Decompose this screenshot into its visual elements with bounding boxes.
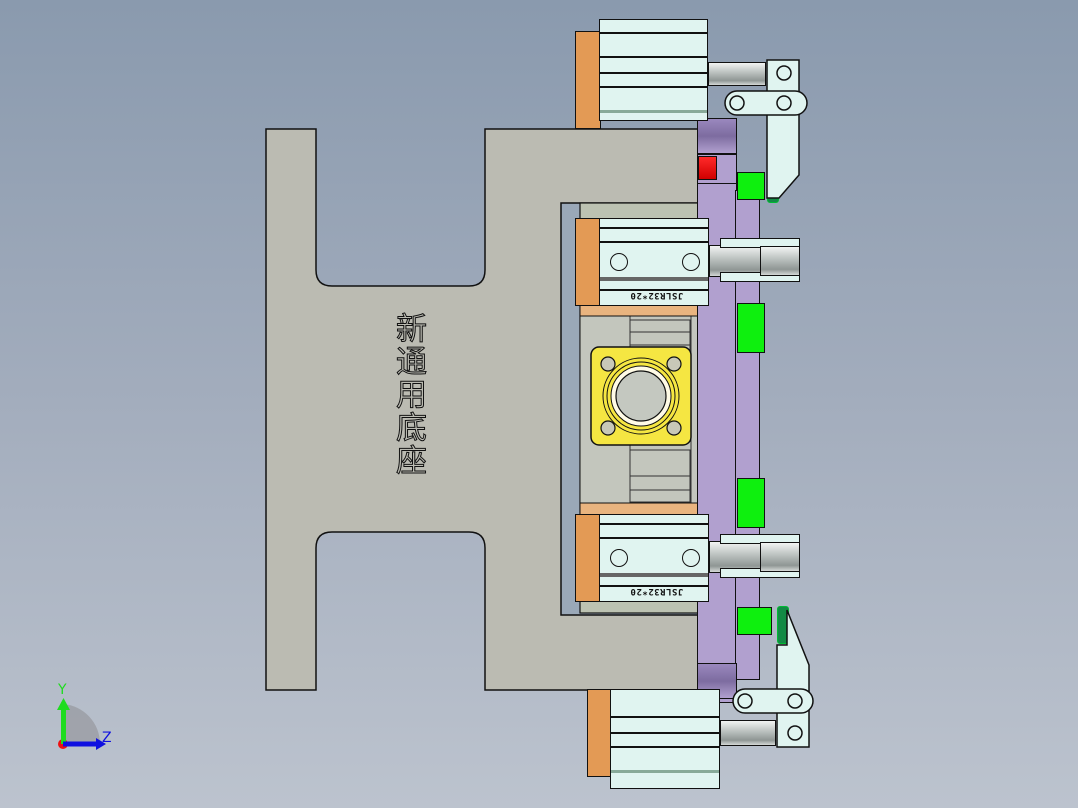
piston-rod [720, 720, 776, 746]
triad-axes-icon [57, 698, 106, 750]
cylinder-mount-top [575, 31, 601, 129]
cylinder-body-upper: JSLR32*20 [599, 218, 709, 306]
cylinder-mount-upper [575, 218, 601, 306]
clamp-clevis[interactable] [760, 246, 800, 276]
locator-pad [737, 303, 765, 353]
cylinder-model-label: JSLR32*20 [630, 290, 684, 300]
coordinate-triad: Y Z [48, 682, 118, 756]
clamp-clevis[interactable] [760, 542, 800, 572]
cylinder-body-bottom [610, 689, 720, 789]
cylinder-mount-lower [575, 514, 601, 602]
locator-pad [737, 607, 772, 635]
base-engraved-label: 新通用底座 [390, 312, 427, 478]
clamp-body-column [697, 118, 737, 703]
cylinder-body-top [599, 19, 708, 121]
locator-pad [737, 172, 765, 200]
piston-rod [708, 62, 766, 86]
locator-pad [737, 478, 765, 528]
y-axis-label: Y [58, 682, 67, 698]
cylinder-body-lower: JSLR32*20 [599, 514, 709, 602]
swing-clamp-arm-top[interactable] [715, 55, 815, 200]
piston-rod [709, 245, 765, 277]
cylinder-model-label: JSLR32*20 [630, 586, 684, 596]
workpiece-flange [590, 346, 692, 446]
clamp-block-top [697, 118, 737, 154]
swing-clamp-arm-bottom[interactable] [725, 605, 825, 750]
z-axis-label: Z [102, 730, 112, 746]
piston-rod [709, 541, 765, 573]
stop-block-red [698, 156, 717, 180]
cylinder-mount-bottom [587, 689, 613, 777]
